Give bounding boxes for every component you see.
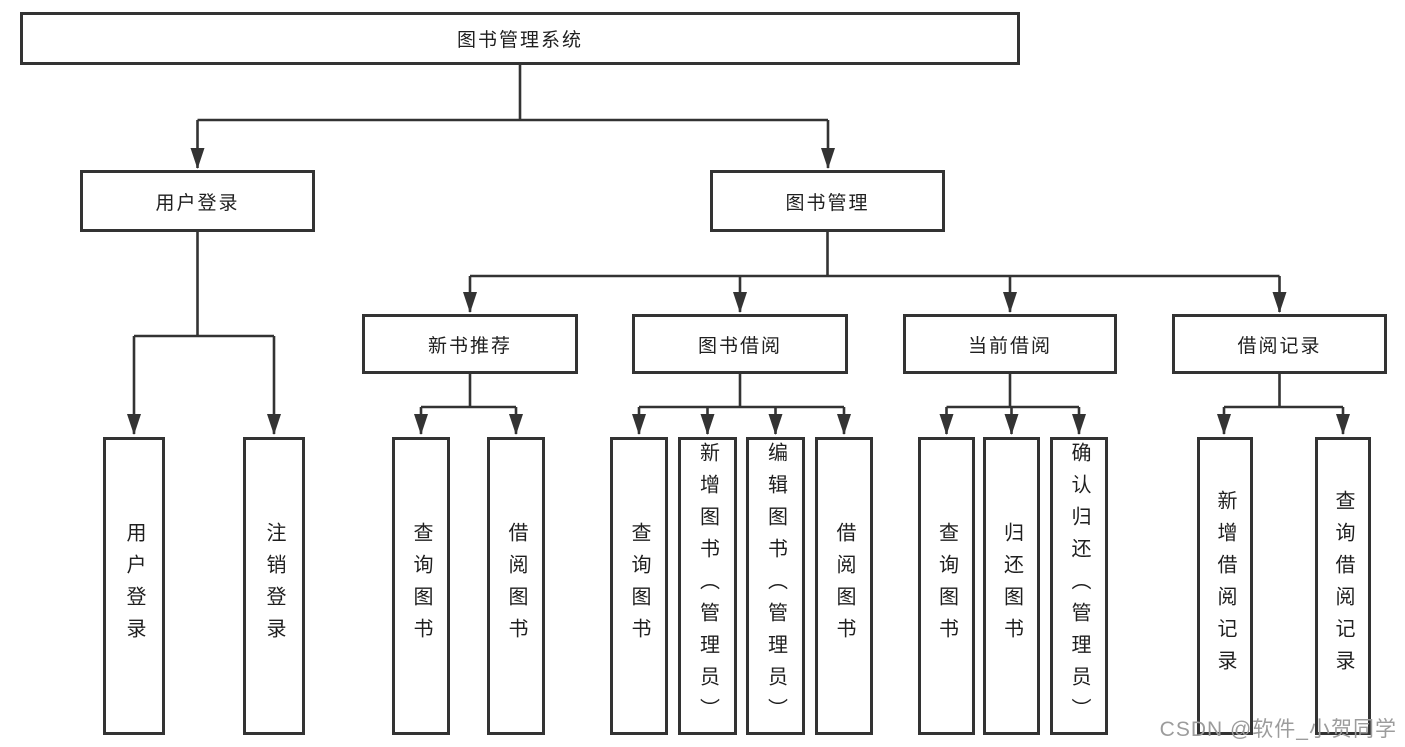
group-book-borrow-label: 图书借阅 (697, 335, 782, 357)
leaf-nb-borrow-books: 借阅图书 (487, 437, 545, 735)
leaf-cb-confirm-return-admin: 确认归还（管理员） (1050, 437, 1108, 735)
leaf-cb-query-books: 查询图书 (918, 437, 975, 735)
group-borrow-records: 借阅记录 (1172, 314, 1387, 374)
leaf-user-login: 用户登录 (103, 437, 165, 735)
leaf-user-login-label: 用户登录 (123, 522, 145, 650)
leaf-bb-query-books: 查询图书 (610, 437, 668, 735)
leaf-cb-return-books-label: 归还图书 (1000, 522, 1023, 650)
leaf-bb-edit-books-admin: 编辑图书（管理员） (746, 437, 805, 735)
leaf-logout-label: 注销登录 (263, 522, 285, 650)
branch-book-management-label: 图书管理 (785, 192, 870, 214)
group-current-borrow: 当前借阅 (903, 314, 1117, 374)
leaf-cb-return-books: 归还图书 (983, 437, 1040, 735)
branch-user-login-label: 用户登录 (155, 192, 240, 214)
leaf-br-query-record: 查询借阅记录 (1315, 437, 1371, 735)
leaf-bb-add-books-admin-label: 新增图书（管理员） (696, 442, 719, 730)
group-current-borrow-label: 当前借阅 (967, 335, 1052, 357)
branch-book-management: 图书管理 (710, 170, 945, 232)
leaf-bb-query-books-label: 查询图书 (628, 522, 650, 650)
branch-user-login: 用户登录 (80, 170, 315, 232)
group-new-book-recommend-label: 新书推荐 (427, 335, 512, 357)
leaf-br-add-record: 新增借阅记录 (1197, 437, 1253, 735)
leaf-logout: 注销登录 (243, 437, 305, 735)
root-node: 图书管理系统 (20, 12, 1020, 65)
leaf-bb-edit-books-admin-label: 编辑图书（管理员） (764, 442, 787, 730)
leaf-br-add-record-label: 新增借阅记录 (1214, 490, 1236, 682)
group-new-book-recommend: 新书推荐 (362, 314, 578, 374)
group-borrow-records-label: 借阅记录 (1237, 335, 1322, 357)
leaf-nb-query-books-label: 查询图书 (410, 522, 432, 650)
leaf-cb-confirm-return-admin-label: 确认归还（管理员） (1068, 442, 1090, 730)
leaf-br-query-record-label: 查询借阅记录 (1332, 490, 1354, 682)
leaf-nb-query-books: 查询图书 (392, 437, 450, 735)
leaf-bb-borrow-books: 借阅图书 (815, 437, 873, 735)
leaf-cb-query-books-label: 查询图书 (935, 522, 958, 650)
leaf-nb-borrow-books-label: 借阅图书 (505, 522, 527, 650)
root-node-label: 图书管理系统 (456, 30, 583, 51)
group-book-borrow: 图书借阅 (632, 314, 848, 374)
leaf-bb-add-books-admin: 新增图书（管理员） (678, 437, 737, 735)
leaf-bb-borrow-books-label: 借阅图书 (833, 522, 855, 650)
